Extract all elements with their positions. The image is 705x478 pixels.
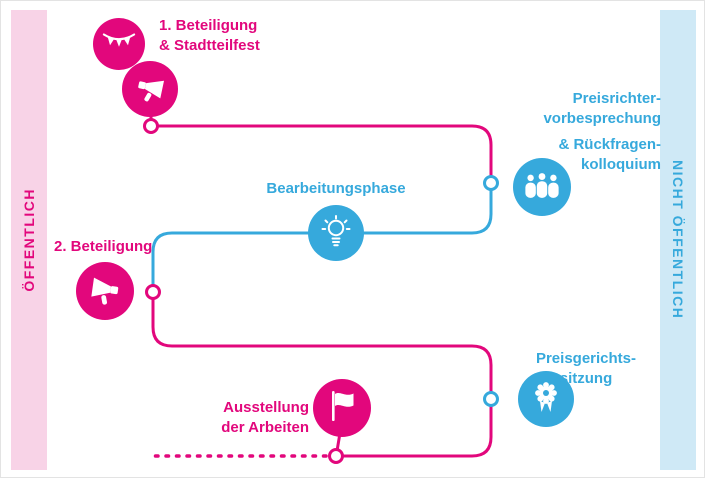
waypoint-circle [483,391,499,407]
node-beteiligung1-megaphone [122,61,178,117]
public-band: ÖFFENTLICH [11,10,47,470]
waypoint-circle [328,448,344,464]
node-preisgericht-circle [518,371,574,427]
node-beteiligung1-bunting [93,18,145,70]
waypoint-circle [145,284,161,300]
node-ausstellung-label: Ausstellung der Arbeiten [221,399,309,436]
node-beteiligung2-label: 2. Beteiligung [54,238,153,255]
bunting-icon [102,31,136,58]
non-public-band: NICHT ÖFFENTLICH [660,10,696,470]
node-ausstellung-circle [313,379,371,437]
non-public-band-label: NICHT ÖFFENTLICH [670,160,686,320]
medal-icon [530,380,562,419]
node-bearbeitungsphase-circle [308,205,364,261]
flag-icon [325,388,359,429]
node-beteiligung1-label: 1. Beteiligung & Stadtteilfest [159,17,260,54]
lightbulb-icon [320,214,352,253]
node-beteiligung2-circle [76,262,134,320]
jury-icon [523,172,561,203]
megaphone-icon [131,70,169,108]
waypoint-circle [143,118,159,134]
megaphone-icon [86,272,124,310]
node-preisrichter-circle [513,158,571,216]
node-preisrichter-label: Preisrichter- vorbesprechung & Rückfrage… [543,90,661,173]
waypoint-circle [483,175,499,191]
node-preisgericht-label: Preisgerichts- sitzung [535,350,637,387]
node-bearbeitungsphase-label: Bearbeitungsphase [266,180,406,197]
